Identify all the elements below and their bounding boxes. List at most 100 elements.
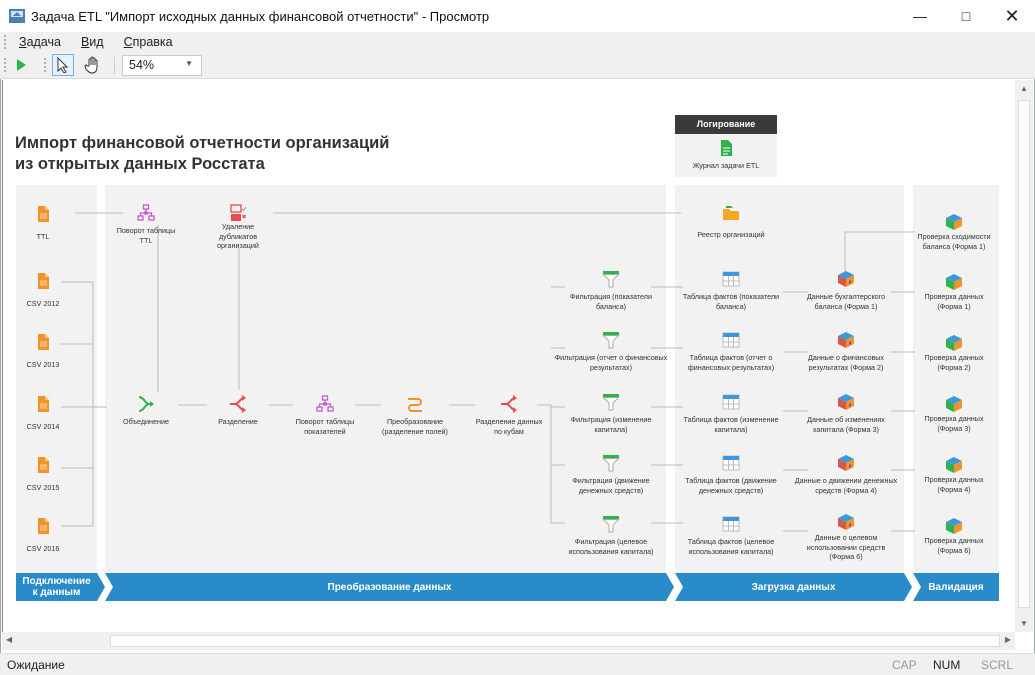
menu-task[interactable]: Задача (19, 35, 61, 49)
split-node[interactable]: Разделение (173, 395, 303, 427)
validation-cube-icon (945, 273, 963, 291)
filter-icon (602, 515, 620, 533)
fact-table-node[interactable]: Таблица фактов (движение денежных средст… (666, 454, 796, 495)
fact-table-node[interactable]: Таблица фактов (целевое использования ка… (666, 515, 796, 556)
diagram-canvas[interactable]: Импорт финансовой отчетности организаций… (2, 80, 1015, 632)
validation-cube-icon (945, 517, 963, 535)
filter-node[interactable]: Фильтрация (движение денежных средств) (546, 454, 676, 495)
select-tool-button[interactable] (52, 54, 74, 76)
file-icon (34, 456, 52, 474)
node-label: Данные об изменениях капитала (Форма 3) (807, 415, 885, 434)
maximize-button[interactable]: □ (961, 8, 971, 24)
split-icon (229, 395, 247, 413)
union-icon (137, 395, 155, 413)
title-line-2: из открытых данных Росстата (15, 155, 265, 173)
minimize-button[interactable]: — (913, 8, 927, 24)
node-label: Проверка данных (Форма 3) (924, 414, 984, 433)
cube-node[interactable]: Данные о целевом использовании средств (… (781, 513, 911, 562)
close-button[interactable]: ✕ (1004, 5, 1020, 26)
horizontal-scroll-thumb[interactable] (110, 635, 1000, 647)
filter-icon (602, 454, 620, 472)
union-node[interactable]: Объединение (81, 395, 211, 427)
source-csv-2012[interactable]: CSV 2012 (3, 272, 108, 309)
source-ttl[interactable]: TTL (3, 205, 108, 242)
folder-icon (722, 204, 740, 222)
scroll-up-icon[interactable]: ▲ (1020, 84, 1028, 93)
zoom-select[interactable]: 54%▼ (122, 55, 202, 76)
validation-node[interactable]: Проверка данных (Форма 1) (889, 273, 1015, 311)
validation-node[interactable]: Проверка данных (Форма 6) (889, 517, 1015, 555)
node-label: Таблица фактов (показатели баланса) (682, 292, 780, 311)
filter-icon (602, 393, 620, 411)
scroll-right-icon[interactable]: ▶ (1004, 635, 1011, 644)
node-label: CSV 2014 (26, 422, 60, 431)
app-icon (9, 9, 25, 23)
pivot-indicators-node[interactable]: Поворот таблицы показателей (260, 395, 390, 436)
hand-icon (84, 56, 98, 74)
filter-node[interactable]: Фильтрация (изменение капитала) (546, 393, 676, 434)
menu-view[interactable]: Вид (80, 35, 104, 49)
title-line-1: Импорт финансовой отчетности организаций (15, 134, 390, 152)
vertical-scrollbar[interactable]: ▲ ▼ (1015, 80, 1033, 632)
cube-node[interactable]: Данные о движении денежных средств (Форм… (781, 454, 911, 495)
logging-panel: Логирование Журнал задачи ETL (675, 115, 777, 177)
convert-node[interactable]: Преобразование (разделение полей) (350, 395, 480, 436)
filter-node[interactable]: Фильтрация (целевое использования капита… (546, 515, 676, 556)
cube-node[interactable]: Данные о финансовых результатах (Форма 2… (781, 331, 911, 372)
cube-node[interactable]: Данные бухгалтерского баланса (Форма 1) (781, 270, 911, 311)
panel-transform (105, 185, 666, 573)
menu-help[interactable]: Справка (123, 35, 173, 49)
node-label: Разделение данных по кубам (475, 417, 543, 436)
etl-log-node[interactable]: Журнал задачи ETL (661, 139, 791, 171)
fact-table-node[interactable]: Таблица фактов (изменение капитала) (666, 393, 796, 434)
node-label: Таблица фактов (движение денежных средст… (685, 476, 777, 495)
num-indicator: NUM (933, 658, 961, 672)
horizontal-scrollbar[interactable]: ◀ ▶ (2, 632, 1015, 650)
file-icon (34, 333, 52, 351)
filter-node[interactable]: Фильтрация (показатели баланса) (546, 270, 676, 311)
registry-node[interactable]: Реестр организаций (666, 204, 796, 240)
node-label: Журнал задачи ETL (692, 161, 760, 170)
scroll-left-icon[interactable]: ◀ (6, 635, 13, 644)
filter-icon (602, 331, 620, 349)
stage-load: Загрузка данных (675, 573, 912, 601)
source-csv-2013[interactable]: CSV 2013 (3, 333, 108, 370)
node-label: Преобразование (разделение полей) (382, 417, 448, 436)
source-csv-2015[interactable]: CSV 2015 (3, 456, 108, 493)
validation-node[interactable]: Проверка сходимости баланса (Форма 1) (889, 213, 1015, 251)
dedup-node[interactable]: Удаление дубликатов организаций (173, 204, 303, 251)
connections (61, 212, 915, 532)
menu-grip (4, 35, 6, 49)
filter-node[interactable]: Фильтрация (отчет о финансовых результат… (546, 331, 676, 372)
pivot-ttl-node[interactable]: Поворот таблицы TTL (81, 204, 211, 245)
validation-node[interactable]: Проверка данных (Форма 3) (889, 395, 1015, 433)
source-csv-2014[interactable]: CSV 2014 (3, 395, 108, 432)
source-csv-2016[interactable]: CSV 2016 (3, 517, 108, 554)
node-label: Поворот таблицы TTL (116, 226, 176, 245)
node-label: Фильтрация (показатели баланса) (570, 292, 652, 311)
validation-node[interactable]: Проверка данных (Форма 4) (889, 456, 1015, 494)
node-label: CSV 2012 (26, 299, 60, 308)
split-icon (500, 395, 518, 413)
split-cubes-node[interactable]: Разделение данных по кубам (444, 395, 574, 436)
pan-tool-button[interactable] (82, 54, 104, 76)
node-label: Удаление дубликатов организаций (217, 222, 259, 250)
validation-cube-icon (945, 456, 963, 474)
menu-bar: Задача Вид Справка (0, 32, 1035, 52)
stage-label: Валидация (928, 581, 984, 593)
cube-node[interactable]: Данные об изменениях капитала (Форма 3) (781, 393, 911, 434)
logging-header: Логирование (675, 115, 777, 134)
fact-table-node[interactable]: Таблица фактов (отчет о финансовых резул… (666, 331, 796, 372)
scroll-down-icon[interactable]: ▼ (1020, 619, 1028, 628)
node-label: TTL (36, 232, 50, 241)
run-button[interactable] (10, 54, 32, 76)
file-icon (34, 205, 52, 223)
toolbar-separator (114, 57, 115, 74)
validation-node[interactable]: Проверка данных (Форма 2) (889, 334, 1015, 372)
node-label: Реестр организаций (697, 230, 765, 239)
toolbar: 54%▼ (0, 52, 1035, 79)
node-label: Фильтрация (движение денежных средств) (572, 476, 650, 495)
pivot-icon (137, 204, 155, 222)
vertical-scroll-thumb[interactable] (1018, 100, 1030, 608)
fact-table-node[interactable]: Таблица фактов (показатели баланса) (666, 270, 796, 311)
